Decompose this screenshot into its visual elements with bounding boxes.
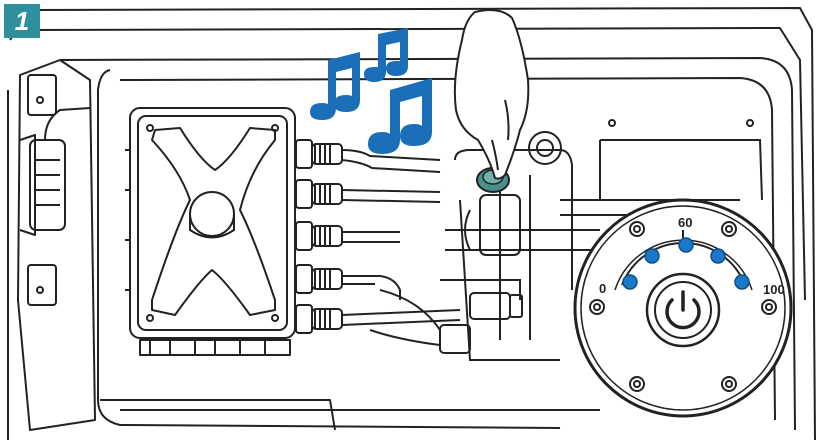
level-dot <box>679 238 693 252</box>
level-dot <box>711 249 725 263</box>
level-dot <box>735 275 749 289</box>
dial-label-mid: 60 <box>678 215 692 230</box>
dial-label-min: 0 <box>599 281 606 296</box>
step-number-badge: 1 <box>4 4 40 38</box>
control-box <box>125 108 295 355</box>
music-notes-icon <box>310 28 432 154</box>
level-dot <box>645 249 659 263</box>
dial-label-max: 100 <box>763 282 785 297</box>
pointing-finger-icon <box>455 10 528 179</box>
power-dial-callout: 0 60 100 <box>575 200 791 416</box>
level-dot <box>623 275 637 289</box>
